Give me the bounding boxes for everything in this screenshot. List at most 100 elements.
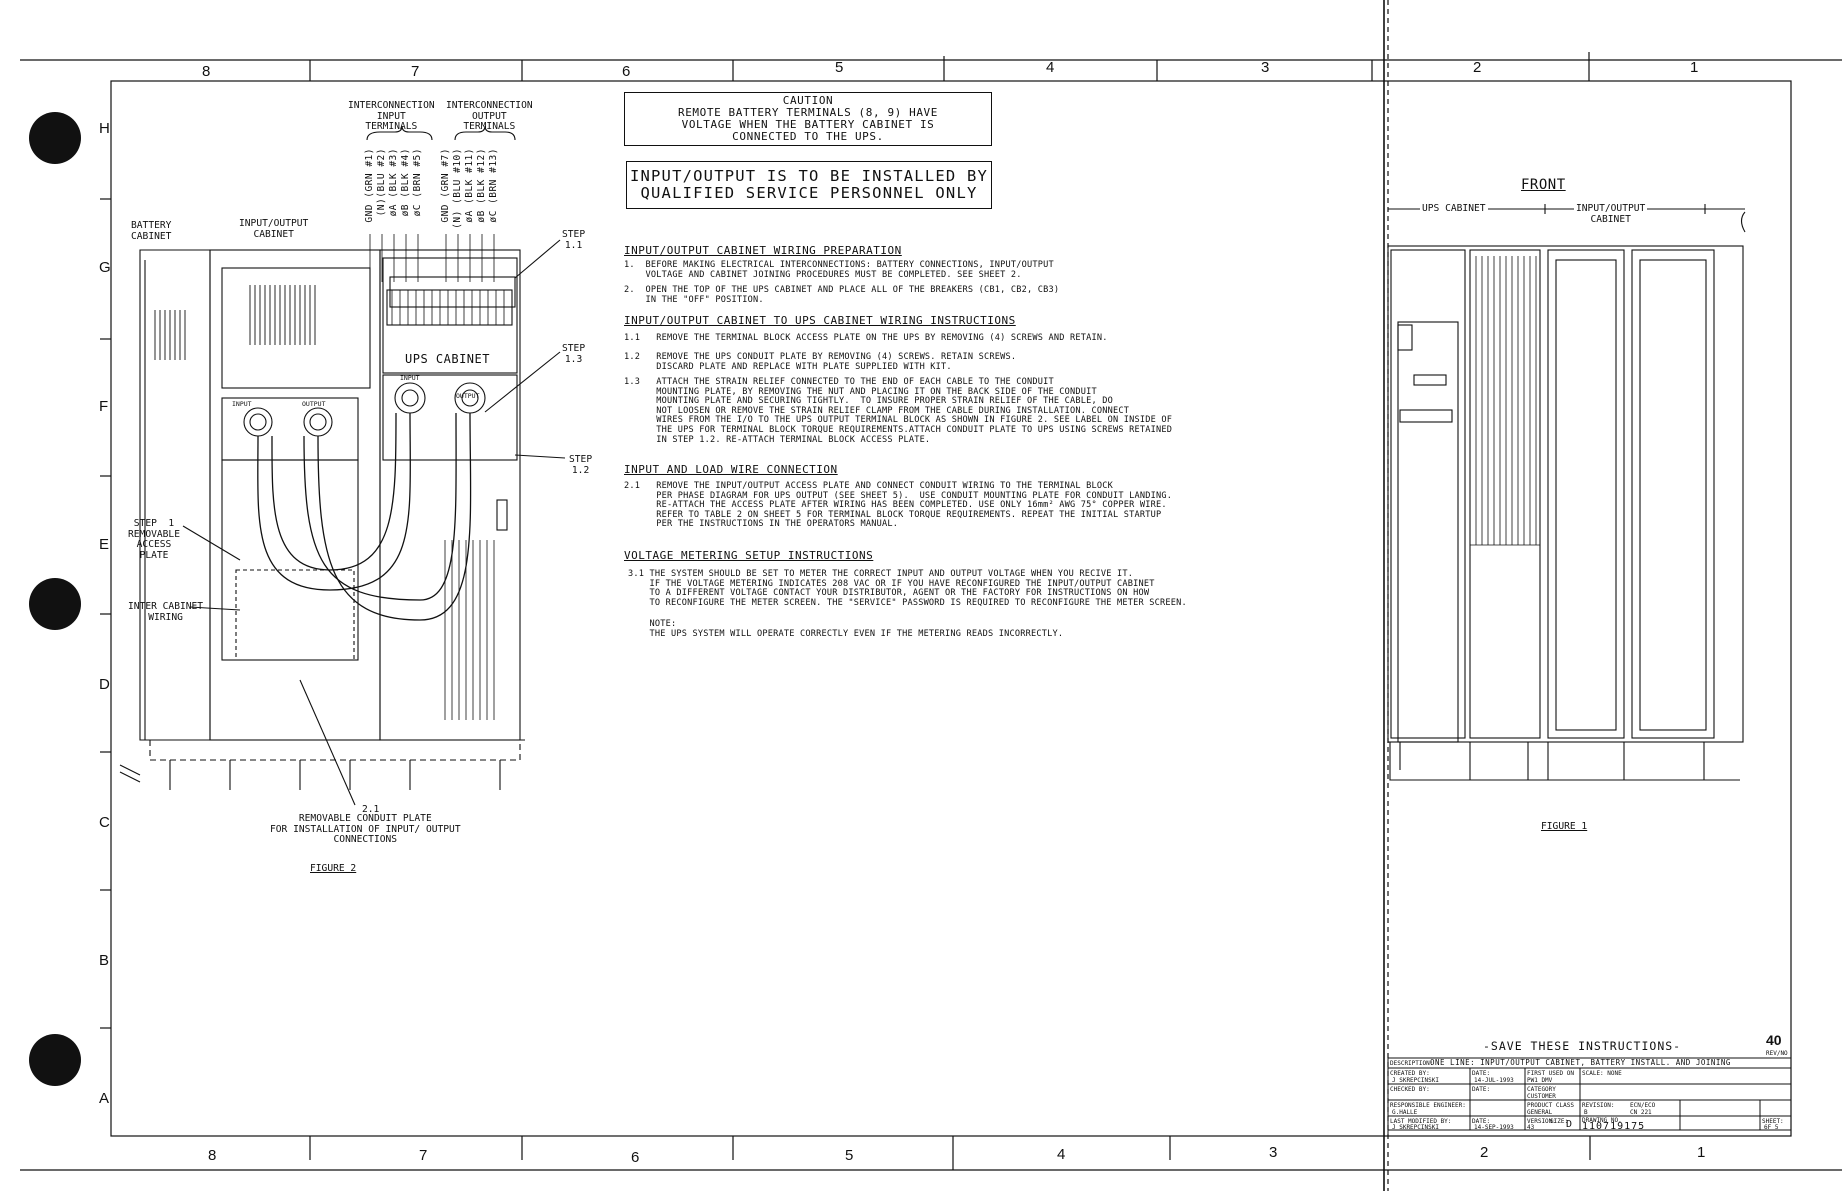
date-label: DATE: bbox=[1472, 1118, 1491, 1125]
step-1-3-label: STEP 1.3 bbox=[562, 343, 586, 365]
ups-cabinet-label: UPS CABINET bbox=[405, 352, 490, 366]
section-heading: INPUT/OUTPUT CABINET TO UPS CABINET WIRI… bbox=[624, 314, 1016, 327]
input-terminals-label: INTERCONNECTION INPUT TERMINALS bbox=[348, 100, 435, 132]
zone-top-7: 7 bbox=[411, 63, 420, 80]
inter-cabinet-wiring-label: INTER CABINET WIRING bbox=[128, 601, 204, 623]
instruction-item: 1. BEFORE MAKING ELECTRICAL INTERCONNECT… bbox=[624, 260, 1054, 280]
zone-bottom-7: 7 bbox=[419, 1147, 428, 1164]
plate-ref-label: 2.1 bbox=[362, 804, 380, 815]
zone-top-3: 3 bbox=[1261, 59, 1270, 76]
zone-left-e: E bbox=[99, 536, 110, 553]
output-terminals-label: INTERCONNECTION OUTPUT TERMINALS bbox=[446, 100, 533, 132]
first-used: PW1 DMV bbox=[1527, 1077, 1553, 1084]
drawing-label: DRAWING NO. bbox=[1582, 1117, 1622, 1124]
section-heading: INPUT/OUTPUT CABINET WIRING PREPARATION bbox=[624, 244, 902, 257]
wire-label: øB (BLK #4) bbox=[400, 148, 411, 217]
last-modified: J SKREPCINSKI bbox=[1392, 1124, 1439, 1131]
revision-label: REV/NO bbox=[1766, 1050, 1788, 1057]
wire-label: (N)(BLU #2) bbox=[376, 148, 387, 217]
zone-bottom-6: 6 bbox=[631, 1149, 640, 1166]
instruction-item: 1.1 REMOVE THE TERMINAL BLOCK ACCESS PLA… bbox=[624, 333, 1108, 343]
zone-top-8: 8 bbox=[202, 63, 211, 80]
description: ONE LINE: INPUT/OUTPUT CABINET, BATTERY … bbox=[1430, 1058, 1731, 1067]
figure-1-drawing bbox=[1387, 204, 1746, 781]
conduit-plate-label: REMOVABLE CONDUIT PLATE FOR INSTALLATION… bbox=[270, 813, 461, 845]
zone-left-f: F bbox=[99, 398, 109, 415]
save-instructions: -SAVE THESE INSTRUCTIONS- bbox=[1483, 1039, 1682, 1053]
zone-bottom-2: 2 bbox=[1480, 1144, 1489, 1161]
instruction-item: 1.3 ATTACH THE STRAIN RELIEF CONNECTED T… bbox=[624, 377, 1173, 445]
version-label: VERSION: bbox=[1527, 1118, 1556, 1125]
zone-bottom-3: 3 bbox=[1269, 1144, 1278, 1161]
zone-bottom-8: 8 bbox=[208, 1147, 217, 1164]
wire-label: GND (GRN #1) bbox=[364, 148, 375, 223]
zone-left-b: B bbox=[99, 952, 110, 969]
ecn: CN 221 bbox=[1630, 1109, 1652, 1116]
instruction-item: 2.1 REMOVE THE INPUT/OUTPUT ACCESS PLATE… bbox=[624, 481, 1173, 530]
zone-top-1: 1 bbox=[1690, 59, 1699, 76]
wire-label: øA (BLK #3) bbox=[388, 148, 399, 217]
ups-input-label: INPUT bbox=[400, 374, 420, 382]
zone-left-c: C bbox=[99, 814, 110, 831]
instruction-item: 1.2 REMOVE THE UPS CONDUIT PLATE BY REMO… bbox=[624, 352, 1017, 372]
size-label: SIZE: bbox=[1550, 1118, 1569, 1125]
figure-2-drawing bbox=[119, 125, 566, 806]
wire-label: øC (BRN #13) bbox=[488, 148, 499, 223]
page-number: 40 bbox=[1766, 1032, 1782, 1048]
fig1-ups-cabinet-label: UPS CABINET bbox=[1420, 203, 1488, 215]
size: D bbox=[1566, 1119, 1573, 1130]
created-by: J SKREPCINSKI bbox=[1392, 1077, 1439, 1084]
scale-label: SCALE: NONE bbox=[1582, 1070, 1622, 1077]
zone-top-6: 6 bbox=[622, 63, 631, 80]
created-by-label: CREATED BY: bbox=[1390, 1070, 1430, 1077]
zone-bottom-4: 4 bbox=[1057, 1146, 1066, 1163]
zone-bottom-5: 5 bbox=[845, 1147, 854, 1164]
figure-1-caption: FIGURE 1 bbox=[1541, 821, 1588, 832]
checked-by-label: CHECKED BY: bbox=[1390, 1086, 1430, 1093]
zone-bottom-1: 1 bbox=[1697, 1144, 1706, 1161]
title-block-grid bbox=[1387, 1057, 1792, 1137]
qualified-personnel-box: INPUT/OUTPUT IS TO BE INSTALLED BY QUALI… bbox=[626, 161, 992, 209]
fig1-io-cabinet-label: INPUT/OUTPUT CABINET bbox=[1574, 203, 1648, 225]
wire-label: GND (GRN #7) bbox=[440, 148, 451, 223]
revision-field-label: REVISION: bbox=[1582, 1102, 1615, 1109]
instruction-note: NOTE: THE UPS SYSTEM WILL OPERATE CORREC… bbox=[649, 619, 1064, 639]
date-label: DATE: bbox=[1472, 1086, 1491, 1093]
wire-label: øB (BLK #12) bbox=[476, 148, 487, 223]
zone-left-a: A bbox=[99, 1090, 110, 1107]
step-1-access-plate-label: STEP 1 REMOVABLE ACCESS PLATE bbox=[128, 518, 180, 561]
sheet-label: SHEET: bbox=[1762, 1118, 1784, 1125]
zone-top-5: 5 bbox=[835, 59, 844, 76]
zone-left-g: G bbox=[99, 259, 111, 276]
instruction-item: 3.1 THE SYSTEM SHOULD BE SET TO METER TH… bbox=[628, 569, 1187, 608]
front-label: FRONT bbox=[1521, 177, 1566, 193]
io-cabinet-label: INPUT/OUTPUT CABINET bbox=[239, 218, 309, 240]
product-class-label: PRODUCT CLASS bbox=[1527, 1102, 1574, 1109]
step-1-2-label: STEP 1.2 bbox=[569, 454, 593, 476]
responsible: G.HALLE bbox=[1392, 1109, 1418, 1116]
ecn-label: ECN/ECO bbox=[1630, 1102, 1656, 1109]
zone-top-2: 2 bbox=[1473, 59, 1482, 76]
caution-box: CAUTION REMOTE BATTERY TERMINALS (8, 9) … bbox=[624, 92, 992, 146]
revision: B bbox=[1584, 1109, 1588, 1116]
version: 43 bbox=[1527, 1124, 1535, 1131]
instruction-item: 2. OPEN THE TOP OF THE UPS CABINET AND P… bbox=[624, 285, 1060, 305]
responsible-label: RESPONSIBLE ENGINEER: bbox=[1390, 1102, 1466, 1109]
wire-label: (N) (BLU #10) bbox=[452, 148, 463, 229]
inner-border bbox=[110, 80, 1792, 1137]
last-modified-label: LAST MODIFIED BY: bbox=[1390, 1118, 1452, 1125]
battery-cabinet-label: BATTERY CABINET bbox=[131, 220, 172, 242]
section-heading: INPUT AND LOAD WIRE CONNECTION bbox=[624, 463, 838, 476]
output-label: OUTPUT bbox=[302, 400, 326, 408]
figure-2-caption: FIGURE 2 bbox=[310, 863, 357, 874]
step-1-1-label: STEP 1.1 bbox=[562, 229, 586, 251]
created-date: 14-JUL-1993 bbox=[1474, 1077, 1514, 1084]
ups-output-label: OUTPUT bbox=[456, 392, 480, 400]
zone-left-d: D bbox=[99, 676, 110, 693]
wire-label: øA (BLK #11) bbox=[464, 148, 475, 223]
description-label: DESCRIPTION: bbox=[1390, 1060, 1434, 1067]
input-label: INPUT bbox=[232, 400, 252, 408]
modified-date: 14-SEP-1993 bbox=[1474, 1124, 1514, 1131]
product-class: GENERAL bbox=[1527, 1109, 1553, 1116]
